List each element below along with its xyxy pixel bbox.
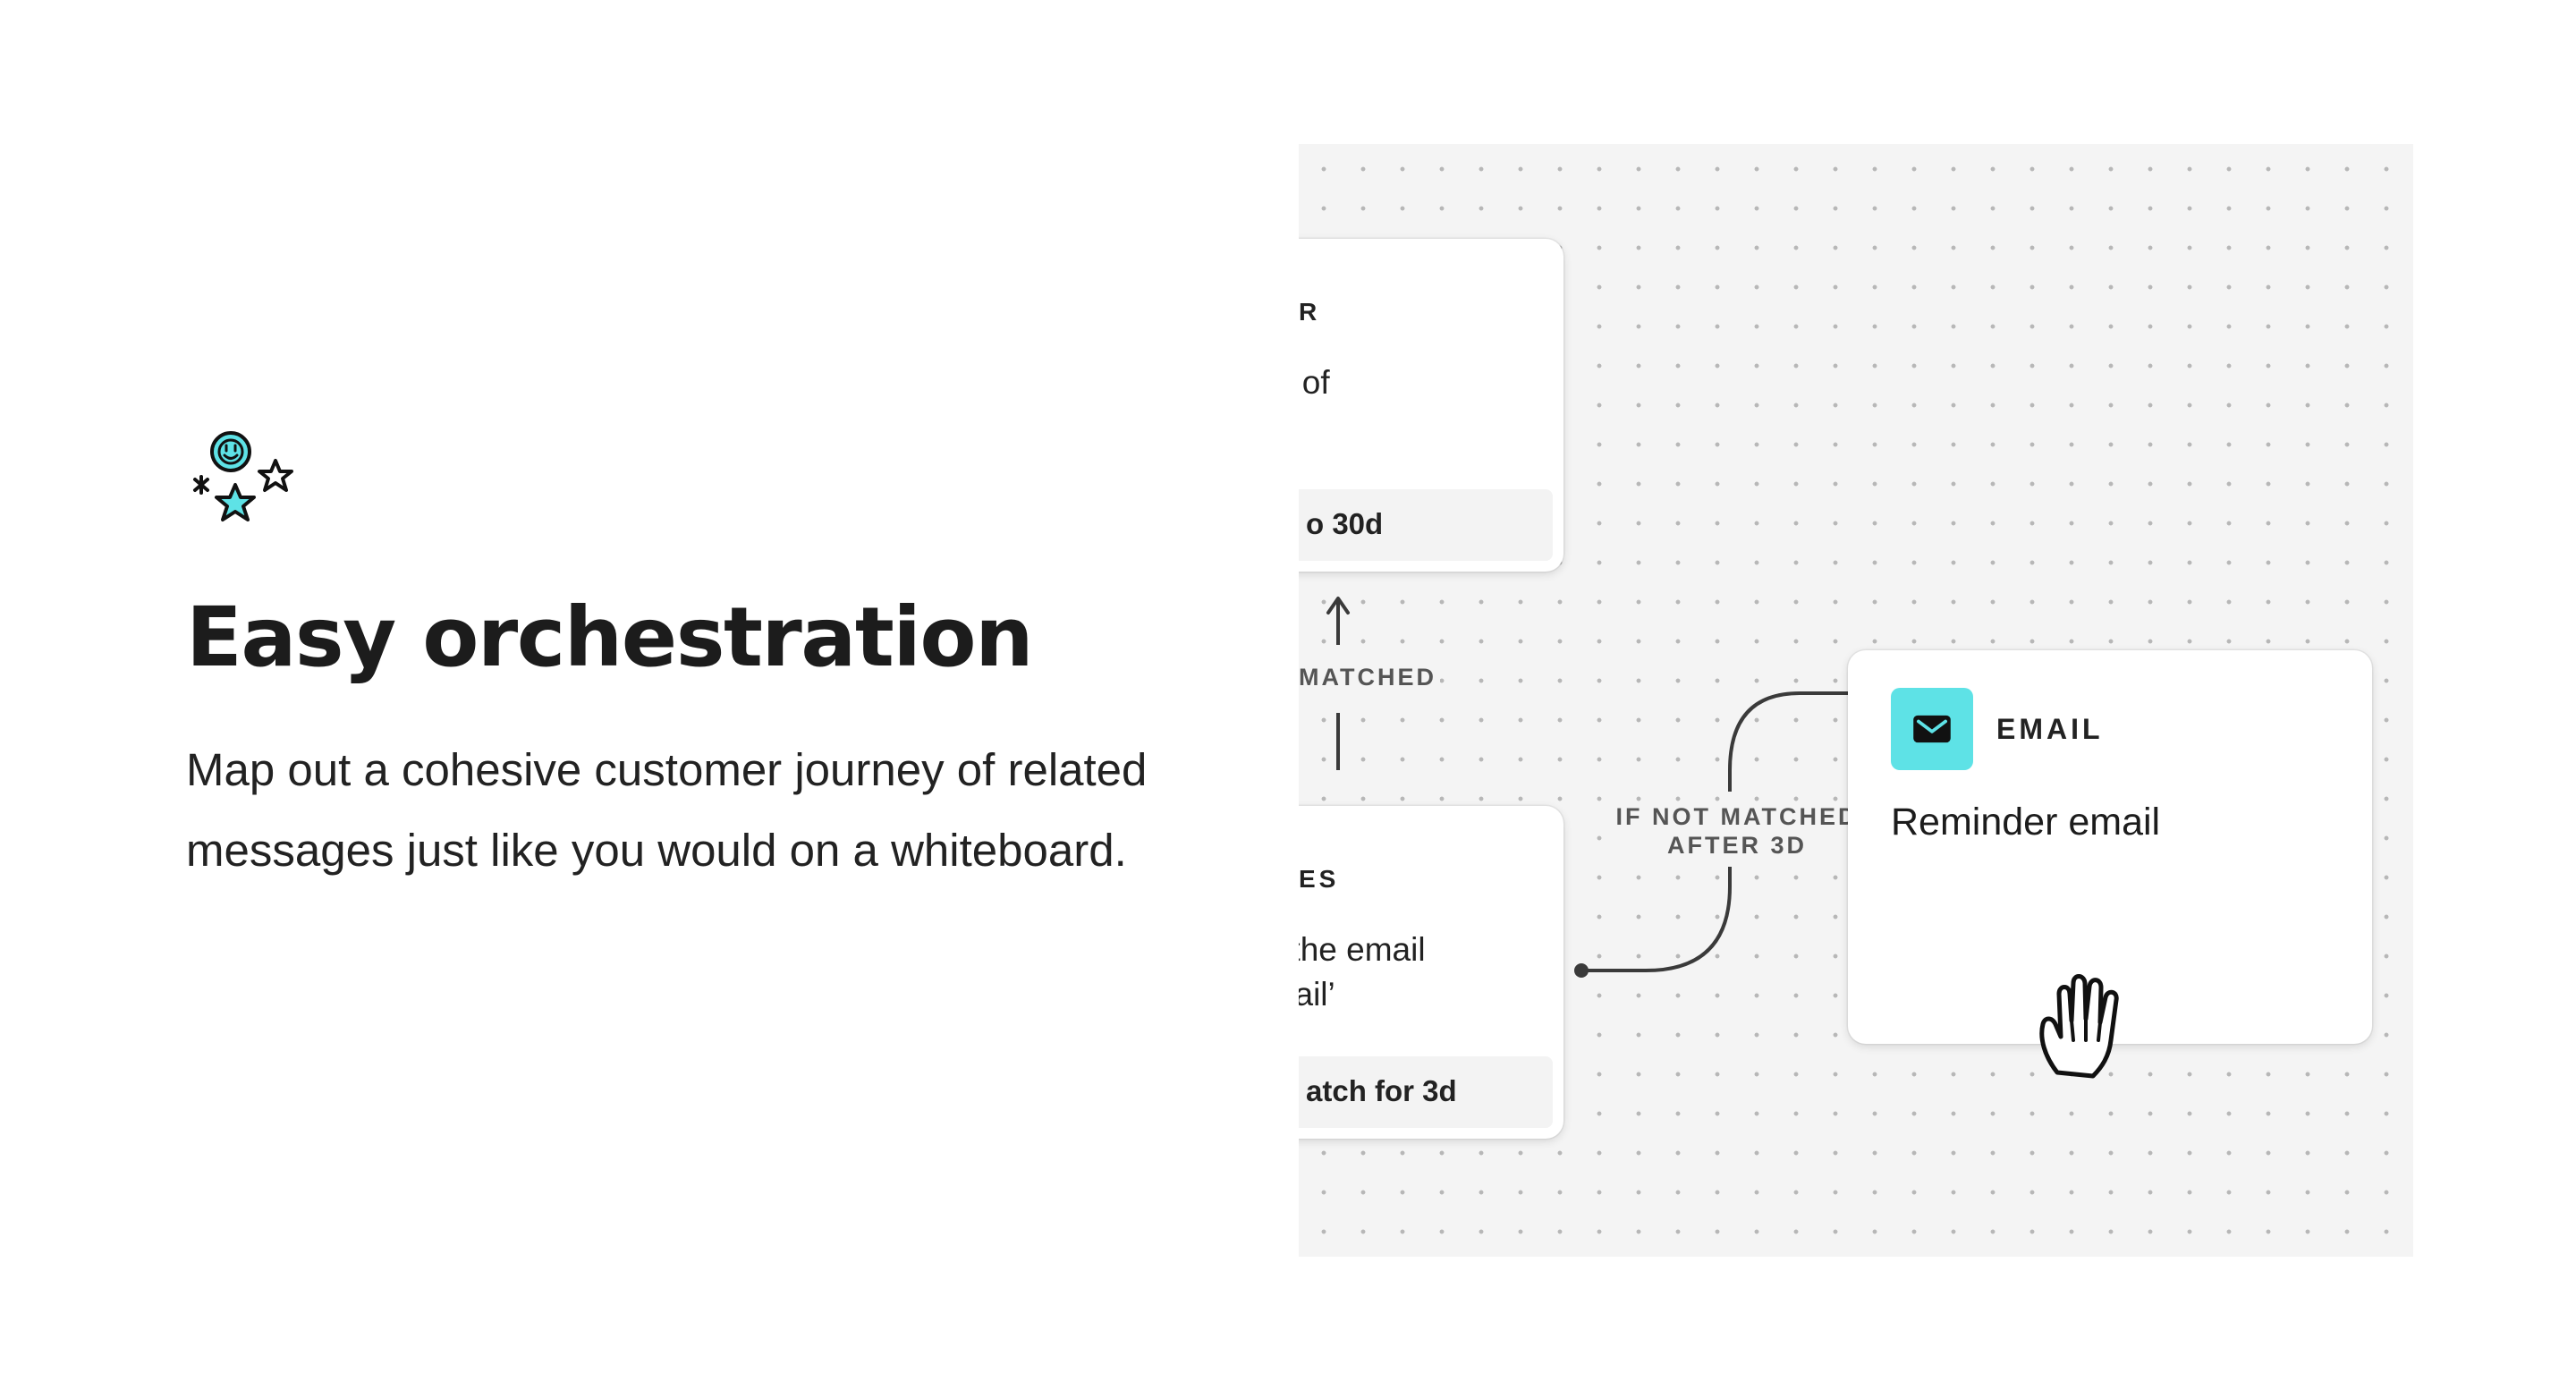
card-header: ES — [1299, 865, 1340, 893]
smiley-stars-icon — [186, 428, 299, 540]
matched-arrowhead — [1326, 597, 1350, 614]
card-footer-text: atch for 3d — [1306, 1074, 1457, 1107]
connector-lines — [1326, 597, 1848, 978]
card-footer-text: o 30d — [1306, 507, 1384, 540]
email-node-card[interactable]: EMAIL Reminder email — [1848, 650, 2372, 1044]
edge-label-not-matched: IF NOT MATCHED AFTER 3D — [1612, 802, 1862, 860]
not-matched-edge-lower — [1581, 867, 1732, 972]
node-type-label: EMAIL — [1996, 713, 2104, 745]
edge-label-matched: MATCHED — [1299, 663, 1440, 691]
node-title: Reminder email — [1891, 801, 2161, 843]
hand-cursor-icon — [2034, 967, 2132, 1087]
journey-canvas[interactable]: R our of en o 30d MATCHED ES ed the emai… — [1299, 144, 2413, 1257]
card-footer: atch for 3d — [1299, 1056, 1553, 1128]
page-title: Easy orchestration — [186, 589, 1034, 685]
connector-port — [1574, 963, 1589, 978]
not-matched-edge-upper — [1728, 691, 1848, 792]
page-description: Map out a cohesive customer journey of r… — [186, 744, 1148, 876]
edge-label-line: IF NOT MATCHED — [1615, 803, 1859, 830]
condition-card-bottom[interactable]: ES ed the email Email’ atch for 3d — [1299, 806, 1563, 1139]
card-body-line: ed the email — [1299, 931, 1426, 968]
condition-card-top[interactable]: R our of en o 30d — [1299, 239, 1563, 572]
card-header: R — [1299, 298, 1321, 326]
card-body-line: en — [1299, 405, 1330, 450]
edge-label-line: AFTER 3D — [1666, 832, 1807, 859]
card-body-line: Email’ — [1299, 976, 1335, 1013]
card-body: ed the email Email’ — [1299, 928, 1426, 1017]
card-footer: o 30d — [1299, 489, 1553, 561]
card-body: our of en — [1299, 360, 1330, 450]
card-body-line: our of — [1299, 364, 1330, 401]
envelope-icon — [1891, 688, 1973, 770]
